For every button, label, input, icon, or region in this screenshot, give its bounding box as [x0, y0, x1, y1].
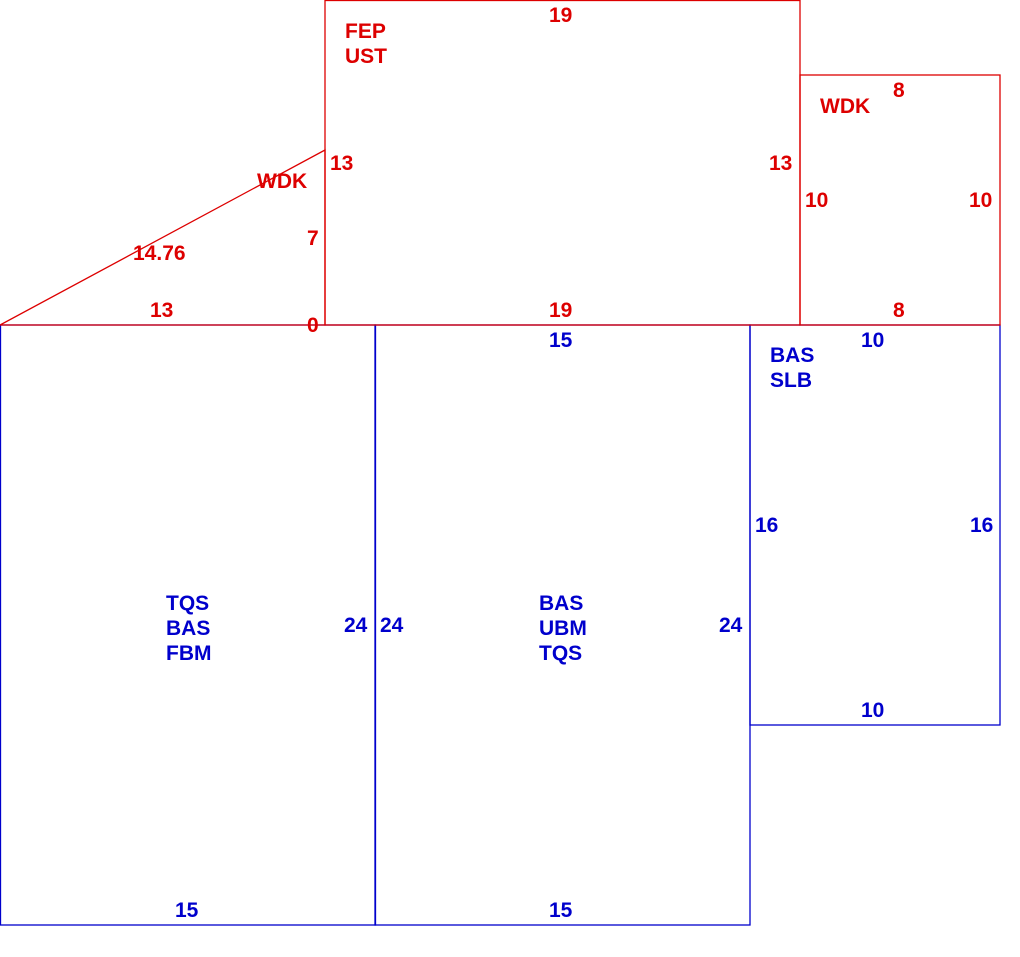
lower-right-room-left-dimension: 16	[755, 514, 778, 537]
upper-triangle-outline	[0, 148, 326, 326]
upper-floor: FEP UST 19 19 13 13 WDK 8 8 10 10 WDK 14…	[0, 0, 1001, 337]
upper-triangle-code: WDK	[257, 170, 307, 193]
upper-triangle-height-dimension: 7	[307, 227, 319, 250]
upper-main-room-right-dimension: 13	[769, 152, 792, 175]
upper-main-room-bottom-dimension: 19	[549, 299, 572, 322]
lower-left-room-right-dimension: 24	[344, 614, 368, 637]
upper-main-room-code-2: UST	[345, 45, 387, 68]
lower-right-room-code-2: SLB	[770, 369, 812, 392]
upper-main-room-top-dimension: 19	[549, 4, 572, 27]
upper-triangle-base-dimension: 13	[150, 299, 173, 322]
lower-left-room-code-2: BAS	[166, 617, 210, 640]
lower-middle-room-right-dimension: 24	[719, 614, 743, 637]
upper-right-room-code: WDK	[820, 95, 870, 118]
upper-right-room-outline	[799, 74, 1001, 326]
upper-main-room-outline	[324, 0, 801, 326]
lower-middle-room-left-dimension: 24	[380, 614, 404, 637]
lower-floor: TQS BAS FBM 15 24 BAS UBM TQS 15 15 24 2…	[0, 324, 1001, 926]
upper-right-room-right-dimension: 10	[969, 189, 992, 212]
upper-triangle-hypotenuse-dimension: 14.76	[133, 242, 186, 265]
lower-left-room-bottom-dimension: 15	[175, 899, 199, 922]
upper-main-room-code-1: FEP	[345, 20, 386, 43]
lower-right-room-code-1: BAS	[770, 344, 814, 367]
lower-middle-room-code-1: BAS	[539, 592, 583, 615]
upper-main-room-left-dimension: 13	[330, 152, 353, 175]
lower-middle-room-code-3: TQS	[539, 642, 582, 665]
lower-middle-room-bottom-dimension: 15	[549, 899, 573, 922]
upper-right-room-top-dimension: 8	[893, 79, 905, 102]
lower-left-room-code-3: FBM	[166, 642, 212, 665]
lower-left-room-code-1: TQS	[166, 592, 209, 615]
lower-right-room-bottom-dimension: 10	[861, 699, 884, 722]
lower-middle-room-top-dimension: 15	[549, 329, 573, 352]
lower-middle-room-code-2: UBM	[539, 617, 587, 640]
lower-right-room-right-dimension: 16	[970, 514, 993, 537]
upper-triangle-corner-dimension: 0	[307, 314, 319, 337]
lower-right-room-top-dimension: 10	[861, 329, 884, 352]
upper-right-room-bottom-dimension: 8	[893, 299, 905, 322]
upper-right-room-left-dimension: 10	[805, 189, 828, 212]
